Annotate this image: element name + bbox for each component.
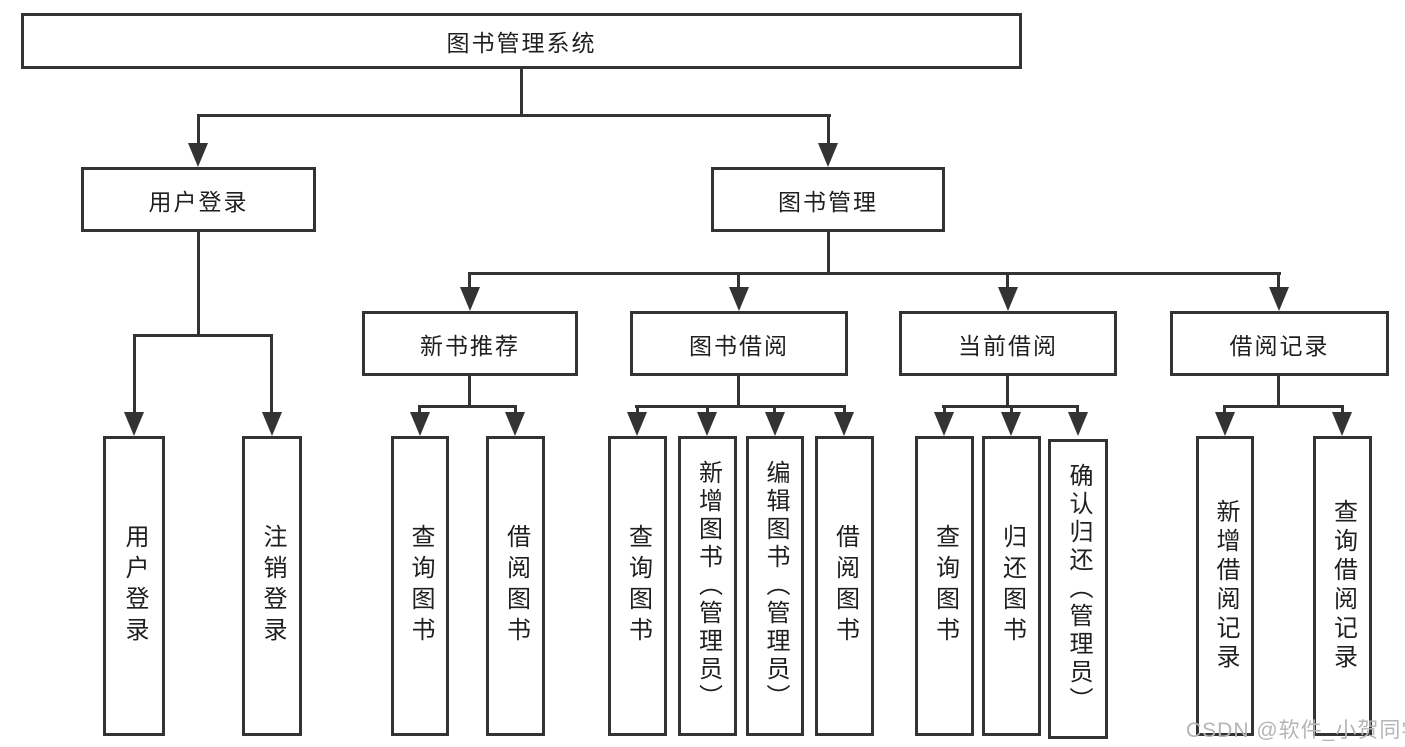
connector-recommend-drop2: [514, 405, 517, 417]
connector-recommend-vline: [468, 376, 471, 408]
connector-records-drop1: [1223, 405, 1226, 417]
connector-root-drop-right: [827, 114, 830, 148]
node-label: 归还图书: [998, 524, 1026, 648]
connector-records-hline: [1223, 405, 1344, 408]
node-label: 用户登录: [121, 524, 148, 648]
arrow-down-icon: [627, 412, 647, 436]
connector-current-drop3: [1076, 405, 1079, 417]
connector-root-drop-left: [197, 114, 200, 148]
arrow-down-icon: [410, 412, 430, 436]
arrow-down-icon: [934, 412, 954, 436]
node-label: 查询借阅记录: [1329, 499, 1357, 673]
connector-borrowing-drop2: [706, 405, 709, 417]
connector-current-drop2: [1010, 405, 1013, 417]
arrow-down-icon: [1068, 412, 1088, 436]
connector-bookmgmt-vline: [827, 232, 830, 275]
watermark: CSDN @软件_小贺同学: [1186, 719, 1405, 742]
connector-borrowing-hline: [635, 405, 846, 408]
connector-root-vline: [520, 69, 523, 117]
arrow-down-icon: [1001, 412, 1021, 436]
leaf-confirm-return-admin: 确认归还（管理员）: [1048, 439, 1108, 739]
arrow-down-icon: [460, 287, 480, 311]
connector-borrowing-drop3: [773, 405, 776, 417]
node-book-management: 图书管理: [711, 167, 945, 232]
leaf-edit-book-admin: 编辑图书（管理员）: [746, 436, 804, 736]
leaf-borrow-books-borrowing: 借阅图书: [815, 436, 874, 736]
node-book-borrowing: 图书借阅: [630, 311, 848, 376]
leaf-logout: 注销登录: [242, 436, 302, 736]
connector-borrowing-drop4: [843, 405, 846, 417]
node-label: 图书管理: [778, 188, 878, 215]
connector-borrowing-vline: [737, 376, 740, 408]
connector-bookmgmt-drop2: [737, 272, 740, 290]
connector-userlogin-drop1: [133, 334, 136, 416]
node-label: 查询图书: [407, 524, 434, 648]
node-label: 新增借阅记录: [1212, 499, 1239, 673]
connector-userlogin-hline: [133, 334, 273, 337]
arrow-down-icon: [818, 143, 838, 167]
connector-current-drop1: [943, 405, 946, 417]
connector-bookmgmt-hline: [468, 272, 1281, 275]
node-label: 图书借阅: [689, 332, 789, 359]
leaf-query-books-recommend: 查询图书: [391, 436, 449, 736]
arrow-down-icon: [124, 412, 144, 436]
leaf-query-books-borrowing: 查询图书: [608, 436, 667, 736]
node-new-book-recommendation: 新书推荐: [362, 311, 578, 376]
connector-bookmgmt-drop4: [1277, 272, 1280, 290]
arrow-down-icon: [505, 412, 525, 436]
node-label: 图书管理系统: [446, 30, 597, 56]
node-label: 借阅记录: [1229, 332, 1330, 359]
leaf-add-borrow-record: 新增借阅记录: [1196, 436, 1254, 736]
connector-recommend-hline: [418, 405, 517, 408]
arrow-down-icon: [998, 287, 1018, 311]
node-label: 编辑图书（管理员）: [762, 460, 789, 712]
node-label: 借阅图书: [831, 524, 859, 648]
node-user-login: 用户登录: [81, 167, 316, 232]
arrow-down-icon: [697, 412, 717, 436]
arrow-down-icon: [765, 412, 785, 436]
node-label: 查询图书: [624, 524, 652, 648]
leaf-add-book-admin: 新增图书（管理员）: [678, 436, 737, 736]
connector-borrowing-drop1: [636, 405, 639, 417]
node-label: 确认归还（管理员）: [1065, 463, 1092, 715]
connector-records-vline: [1277, 376, 1280, 408]
node-label: 新增图书（管理员）: [694, 460, 722, 712]
connector-bookmgmt-drop3: [1006, 272, 1009, 290]
connector-records-drop2: [1341, 405, 1344, 417]
connector-userlogin-drop2: [270, 334, 273, 416]
node-label: 注销登录: [259, 524, 286, 648]
leaf-query-borrow-record: 查询借阅记录: [1313, 436, 1372, 736]
arrow-down-icon: [1332, 412, 1352, 436]
connector-bookmgmt-drop1: [468, 272, 471, 290]
connector-userlogin-vline: [197, 232, 200, 337]
node-label: 当前借阅: [958, 332, 1058, 359]
leaf-borrow-books-recommend: 借阅图书: [486, 436, 545, 736]
arrow-down-icon: [1215, 412, 1235, 436]
node-label: 新书推荐: [420, 332, 520, 359]
arrow-down-icon: [729, 287, 749, 311]
node-borrowing-records: 借阅记录: [1170, 311, 1389, 376]
node-current-borrowing: 当前借阅: [899, 311, 1117, 376]
leaf-user-login: 用户登录: [103, 436, 165, 736]
connector-recommend-drop1: [418, 405, 421, 417]
node-library-system: 图书管理系统: [21, 13, 1022, 69]
arrow-down-icon: [1269, 287, 1289, 311]
node-label: 用户登录: [148, 188, 249, 215]
node-label: 查询图书: [931, 524, 959, 648]
arrow-down-icon: [834, 412, 854, 436]
node-label: 借阅图书: [502, 524, 530, 648]
arrow-down-icon: [188, 143, 208, 167]
arrow-down-icon: [262, 412, 282, 436]
connector-current-vline: [1006, 376, 1009, 408]
leaf-query-books-current: 查询图书: [915, 436, 974, 736]
leaf-return-book: 归还图书: [982, 436, 1041, 736]
connector-root-hline: [197, 114, 831, 117]
